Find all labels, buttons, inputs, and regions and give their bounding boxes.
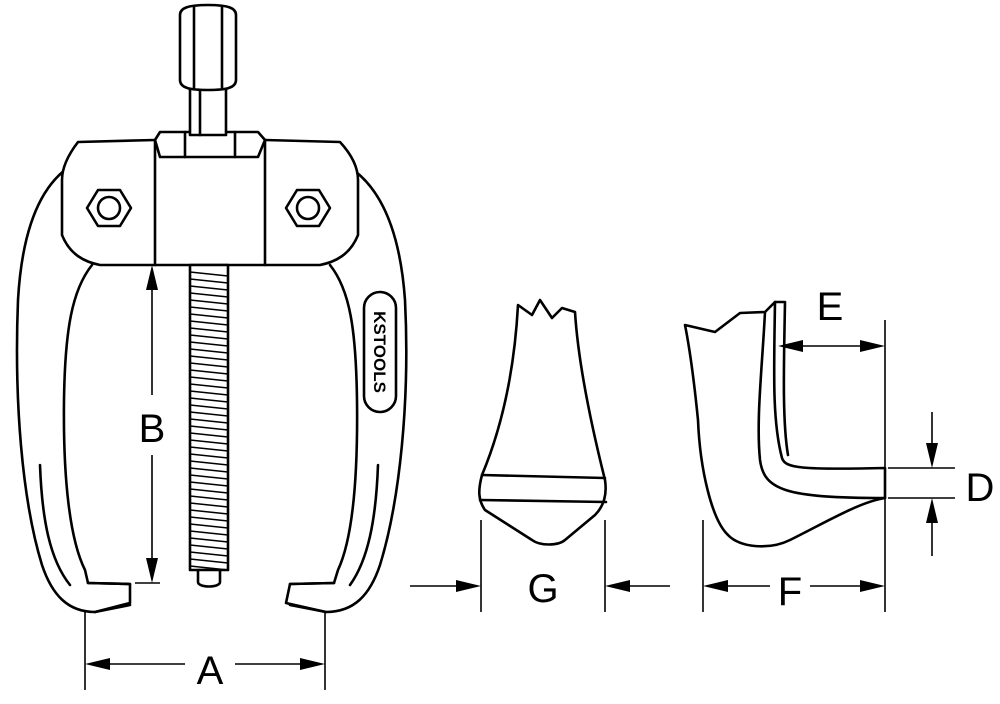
thread-line <box>189 320 229 326</box>
thread-line <box>189 334 229 340</box>
thread-line <box>189 306 229 312</box>
crossbar <box>60 138 360 267</box>
thread-line <box>189 299 229 305</box>
jaw-front-profile <box>478 298 607 546</box>
label-f: F <box>778 570 802 614</box>
thread-line <box>189 488 229 494</box>
thread-line <box>189 516 229 522</box>
thread-line <box>189 495 229 501</box>
thread-line <box>189 285 229 291</box>
thread-line <box>189 397 229 403</box>
thread-line <box>189 278 229 284</box>
right-arm-inner <box>288 263 359 586</box>
thread-line <box>189 404 229 410</box>
thread-line <box>189 439 229 445</box>
logo-text: KSTOOLS <box>370 311 389 393</box>
left-arm-outer <box>15 163 132 614</box>
label-g: G <box>527 567 558 611</box>
jaw-side-hook-inner <box>757 310 887 500</box>
thread-line <box>189 537 229 543</box>
two-arm-puller: KSTOOLS <box>15 3 408 614</box>
thread-line <box>189 481 229 487</box>
thread-line <box>189 446 229 452</box>
spindle-threads <box>189 271 229 571</box>
left-hex-bolt <box>85 188 133 228</box>
label-a: A <box>197 649 224 693</box>
dimension-g: G <box>410 520 670 612</box>
thread-line <box>189 432 229 438</box>
thread-line <box>189 474 229 480</box>
label-b: B <box>139 407 166 451</box>
thread-line <box>189 341 229 347</box>
thread-line <box>189 467 229 473</box>
thread-line <box>189 292 229 298</box>
right-jaw <box>284 581 336 614</box>
thread-line <box>189 565 229 571</box>
thread-line <box>189 327 229 333</box>
right-arm-outer <box>288 163 408 614</box>
left-arm-groove <box>38 463 72 587</box>
thread-line <box>189 355 229 361</box>
label-d: D <box>966 466 995 510</box>
thread-line <box>189 530 229 536</box>
dimension-e: E <box>778 285 886 468</box>
dimension-f: F <box>702 498 886 614</box>
thread-line <box>189 411 229 417</box>
thread-line <box>189 376 229 382</box>
jaw-front-view <box>478 298 608 546</box>
thread-line <box>189 460 229 466</box>
thread-line <box>189 418 229 424</box>
center-nut <box>153 130 267 159</box>
thread-line <box>189 369 229 375</box>
thread-line <box>189 551 229 557</box>
dimension-d: D <box>888 412 994 556</box>
thread-line <box>189 502 229 508</box>
thread-line <box>189 523 229 529</box>
thread-line <box>189 558 229 564</box>
spindle-shaft <box>188 83 228 137</box>
thread-line <box>189 425 229 431</box>
right-arm-groove <box>348 463 380 587</box>
spindle-hex-head <box>178 3 238 92</box>
left-jaw <box>86 581 132 614</box>
thread-line <box>189 362 229 368</box>
dimension-a: A <box>84 612 326 693</box>
right-hex-bolt <box>284 188 332 228</box>
thread-line <box>189 271 229 277</box>
thread-line <box>189 348 229 354</box>
thread-line <box>189 390 229 396</box>
jaw-side-view <box>683 300 887 548</box>
spindle-tip <box>196 568 222 588</box>
label-e: E <box>817 285 844 329</box>
thread-line <box>189 383 229 389</box>
jaw-side-profile <box>683 300 887 548</box>
thread-line <box>189 509 229 515</box>
thread-line <box>189 313 229 319</box>
left-arm-inner <box>62 263 132 586</box>
thread-line <box>189 453 229 459</box>
ks-tools-logo: KSTOOLS <box>362 290 398 414</box>
dimension-b: B <box>135 264 166 584</box>
thread-line <box>189 544 229 550</box>
